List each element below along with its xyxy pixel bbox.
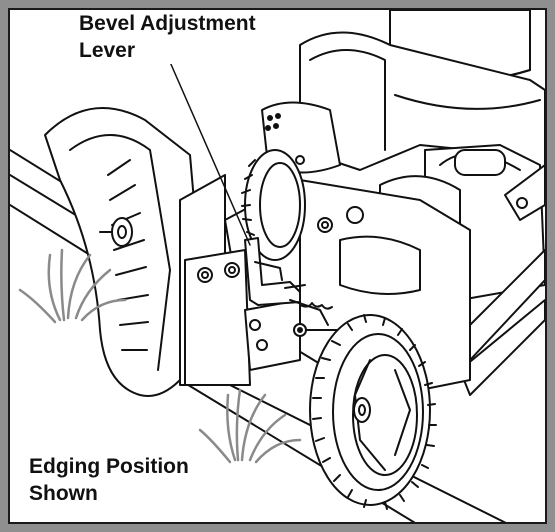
blade-guard (44, 107, 201, 397)
front-wheel (309, 314, 437, 510)
edging-position-caption-line1: Edging Position (29, 455, 189, 478)
grass-tufts (18, 248, 302, 464)
bevel-adjustment-lever (244, 237, 333, 337)
illustration-border (8, 8, 547, 524)
mounting-bracket (179, 174, 301, 386)
bevel-lever-callout-line1: Bevel Adjustment (79, 12, 256, 35)
callout-leader-line (169, 61, 251, 246)
engine-shroud (299, 31, 545, 176)
edging-position-caption-line2: Shown (29, 482, 98, 505)
bevel-lever-callout-line2: Lever (79, 39, 136, 62)
bevel-lever-callout: Bevel Adjustment Lever (76, 10, 259, 64)
rear-wheel (241, 149, 306, 261)
handle (454, 164, 545, 396)
edging-position-caption: Edging Position Shown (26, 453, 192, 507)
